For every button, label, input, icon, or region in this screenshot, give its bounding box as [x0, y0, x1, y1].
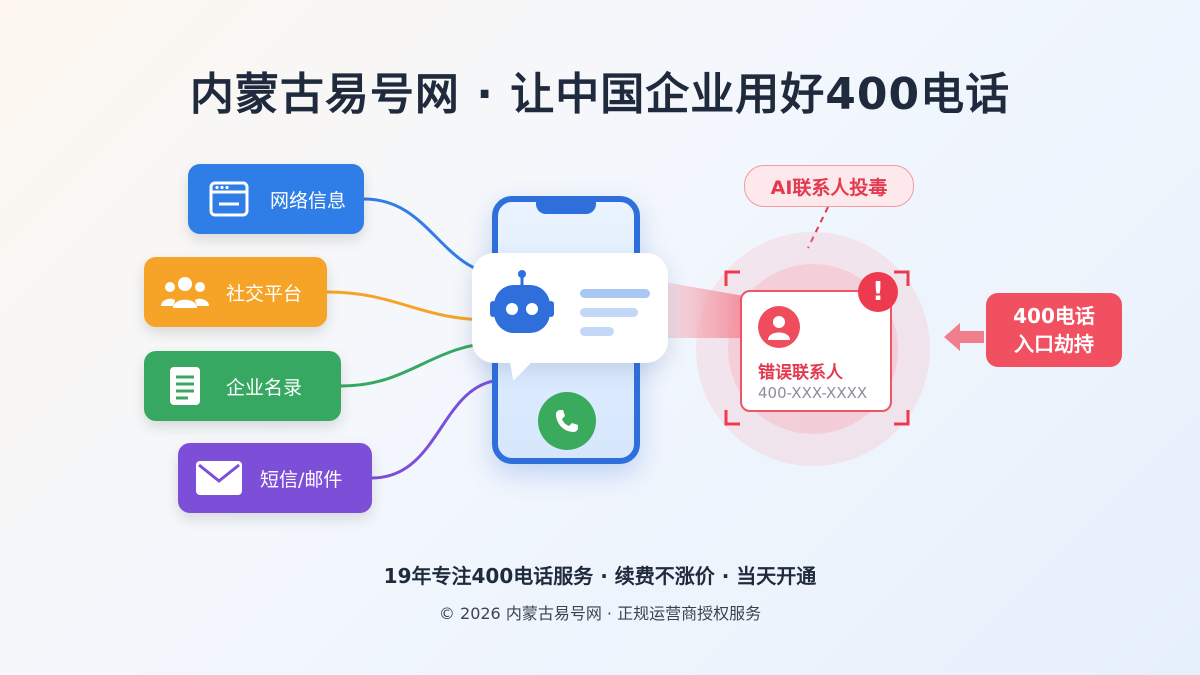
robot-icon: [490, 269, 554, 347]
chat-text-line: [580, 327, 614, 336]
source-label: 企业名录: [226, 376, 303, 399]
page-title: 内蒙古易号网 · 让中国企业用好400电话: [189, 69, 1011, 120]
people-group-icon: [158, 265, 212, 319]
contact-number: 400-XXX-XXXX: [758, 384, 868, 402]
service-slogan: 19年专注400电话服务 · 续费不涨价 · 当天开通: [383, 564, 817, 588]
hijack-line-2: 入口劫持: [1014, 332, 1094, 356]
source-tile-message: 短信/邮件: [178, 443, 372, 513]
hijack-line-1: 400电话: [1013, 304, 1095, 328]
source-tile-web-info: 网络信息: [188, 164, 364, 234]
ai-poisoning-tag: AI联系人投毒: [744, 165, 914, 207]
source-label: 短信/邮件: [260, 468, 343, 491]
hijack-badge: 400电话 入口劫持: [986, 293, 1122, 367]
browser-window-icon: [202, 172, 256, 226]
contact-name: 错误联系人: [758, 363, 843, 383]
arrow-left-icon: [944, 323, 984, 351]
connector-line-message: [371, 378, 501, 480]
chat-text-line: [580, 308, 638, 317]
source-tile-social: 社交平台: [144, 257, 327, 327]
ai-chat-bubble: [472, 253, 668, 363]
warning-icon: !: [858, 272, 898, 312]
document-list-icon: [158, 359, 212, 413]
tag-dashed-line: [807, 206, 829, 249]
source-tile-directory: 企业名录: [144, 351, 341, 421]
chat-text-line: [580, 289, 650, 298]
source-label: 网络信息: [270, 189, 347, 212]
fake-contact-card: 错误联系人 400-XXX-XXXX: [740, 290, 892, 412]
phone-notch: [536, 200, 596, 214]
copyright-footer: © 2026 内蒙古易号网 · 正规运营商授权服务: [438, 604, 762, 623]
envelope-icon: [192, 451, 246, 505]
phone-call-icon: [538, 392, 596, 450]
source-label: 社交平台: [226, 282, 303, 305]
user-avatar-icon: [758, 306, 800, 348]
